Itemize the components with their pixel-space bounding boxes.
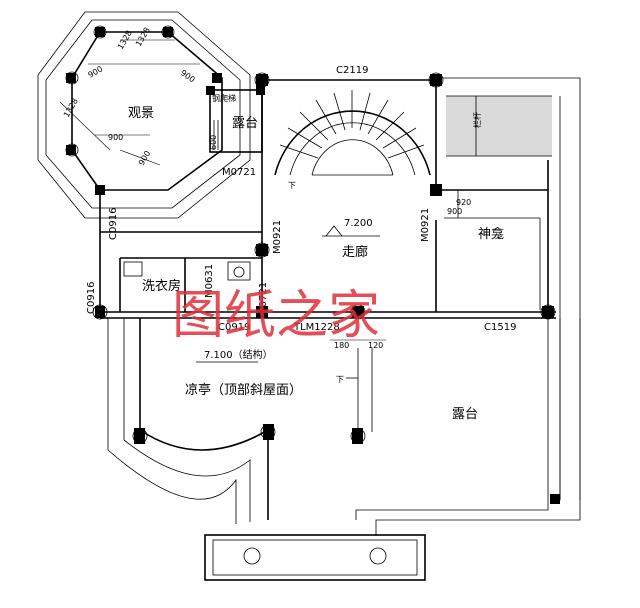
code-m0631: M0631: [204, 264, 215, 298]
dim-600: 600: [209, 135, 218, 150]
room-label-terrace-small: 露台: [232, 116, 258, 131]
code-c0919: C0919: [218, 322, 250, 333]
large-terrace: 露台: [355, 318, 581, 536]
room-label-shrine: 神龛: [478, 227, 504, 242]
dim-920: 920: [456, 198, 471, 207]
dim-900-c: 900: [108, 133, 123, 142]
pavilion: 下 7.100（结构） 凉亭（顶部斜屋面）: [107, 318, 373, 524]
dim-120: 120: [368, 341, 383, 350]
pavilion-elevation: 7.100（结构）: [204, 348, 273, 361]
room-label-pavilion: 凉亭（顶部斜屋面）: [185, 382, 302, 398]
code-m0921-right: M0921: [420, 208, 431, 242]
octagon-viewing-room: 1328 1328 900 900 1328 900 900 观景: [37, 11, 251, 219]
shrine-room: 920 900 神龛: [444, 190, 541, 310]
dim-900-b: 900: [179, 68, 197, 84]
dim-1328-c: 900: [137, 149, 152, 167]
dim-180: 180: [334, 341, 349, 350]
code-m0921-left: M0921: [272, 220, 283, 254]
ladder-label: 钢爬梯: [212, 93, 236, 103]
dim-1328-top: 1328: [134, 26, 152, 48]
room-label-laundry: 洗衣房: [142, 278, 181, 294]
code-m0721-top: M0721: [222, 167, 256, 178]
railing-label: 栏杆: [472, 112, 482, 128]
room-label-terrace-large: 露台: [452, 407, 478, 422]
laundry-room: 洗衣房: [123, 261, 251, 294]
dim-1328-b: 1328: [62, 97, 80, 119]
code-c0916-lower: C0916: [86, 282, 97, 314]
watermark-text: 图纸之家: [172, 286, 380, 346]
code-c2119: C2119: [336, 65, 368, 76]
main-walls: [92, 72, 556, 320]
bottom-balcony: [204, 534, 426, 581]
code-tlm1228: TLM1228: [293, 322, 340, 333]
dim-900-a: 900: [87, 64, 105, 79]
room-label-corridor: 走廊: [342, 244, 368, 260]
dim-900-e: 900: [447, 207, 462, 216]
code-c1519: C1519: [484, 322, 516, 333]
code-m0721-lower: M0721: [258, 282, 269, 316]
railing-area: 栏杆: [436, 77, 581, 500]
code-c0916-upper: C0916: [108, 208, 119, 240]
small-terrace: 钢爬梯 露台 600: [206, 86, 265, 153]
pavilion-down-label: 下: [336, 375, 344, 384]
stair-down-label: 下: [288, 181, 296, 190]
room-label-viewing: 观景: [128, 106, 154, 121]
corridor-elevation: 7.200: [344, 218, 373, 229]
spiral-staircase: 下: [274, 90, 431, 190]
